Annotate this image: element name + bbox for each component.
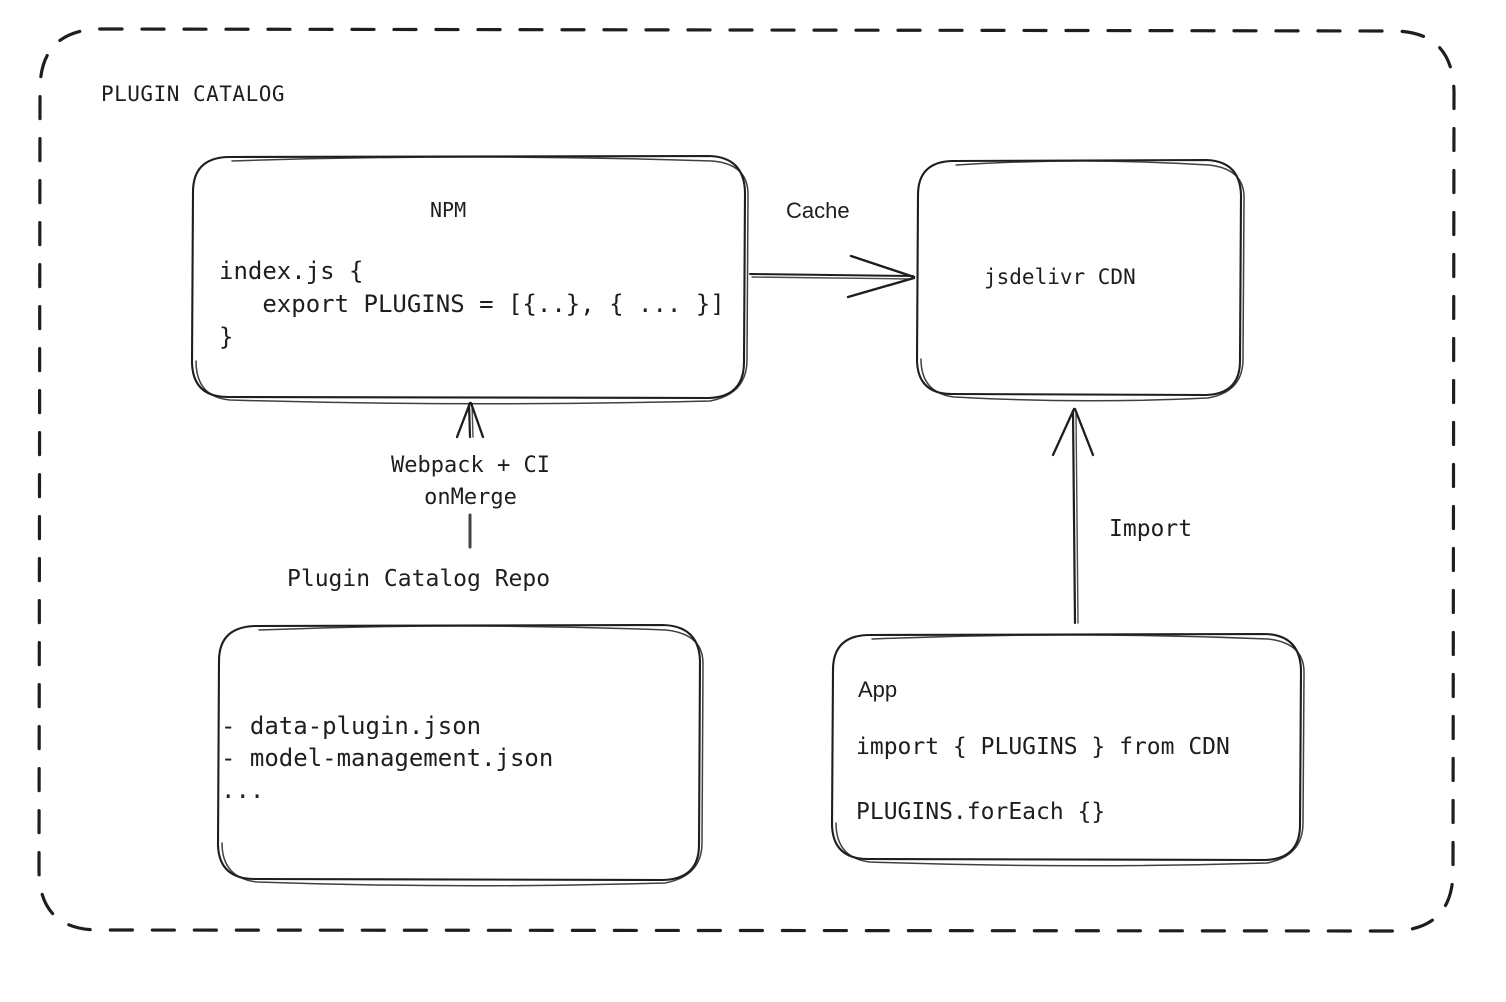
webpack-ci-label-line-1: Webpack + CI bbox=[391, 453, 550, 478]
repo-file-line-2: - model-management.json bbox=[221, 744, 554, 772]
npm-code-line-3: } bbox=[219, 323, 234, 351]
plugin-catalog-repo-caption: Plugin Catalog Repo bbox=[287, 566, 551, 592]
app-node-code-line-1: import { PLUGINS } from CDN bbox=[856, 734, 1230, 760]
webpack-ci-label-line-2: onMerge bbox=[424, 485, 517, 510]
import-arrow bbox=[1051, 407, 1095, 625]
plugin-catalog-repo-file-list: - data-plugin.json - model-management.js… bbox=[221, 710, 553, 806]
npm-code-line-2: export PLUGINS = [{..}, { ... }] bbox=[219, 290, 725, 318]
plugin-catalog-title: PLUGIN CATALOG bbox=[101, 82, 286, 106]
import-edge-label: Import bbox=[1109, 516, 1193, 542]
app-node-title: App bbox=[858, 677, 898, 702]
cache-arrow bbox=[749, 254, 916, 299]
webpack-ci-edge-label: Webpack + CI onMerge bbox=[374, 450, 567, 514]
repo-file-line-1: - data-plugin.json bbox=[221, 712, 482, 740]
npm-node-code: index.js { export PLUGINS = [{..}, { ...… bbox=[219, 255, 725, 354]
cache-edge-label: Cache bbox=[786, 198, 850, 223]
npm-node-title: NPM bbox=[430, 198, 467, 222]
npm-code-line-1: index.js { bbox=[219, 257, 364, 285]
repo-file-line-3: ... bbox=[221, 776, 265, 804]
app-node-code-line-2: PLUGINS.forEach {} bbox=[856, 799, 1106, 825]
jsdelivr-cdn-node-title: jsdelivr CDN bbox=[984, 265, 1136, 289]
